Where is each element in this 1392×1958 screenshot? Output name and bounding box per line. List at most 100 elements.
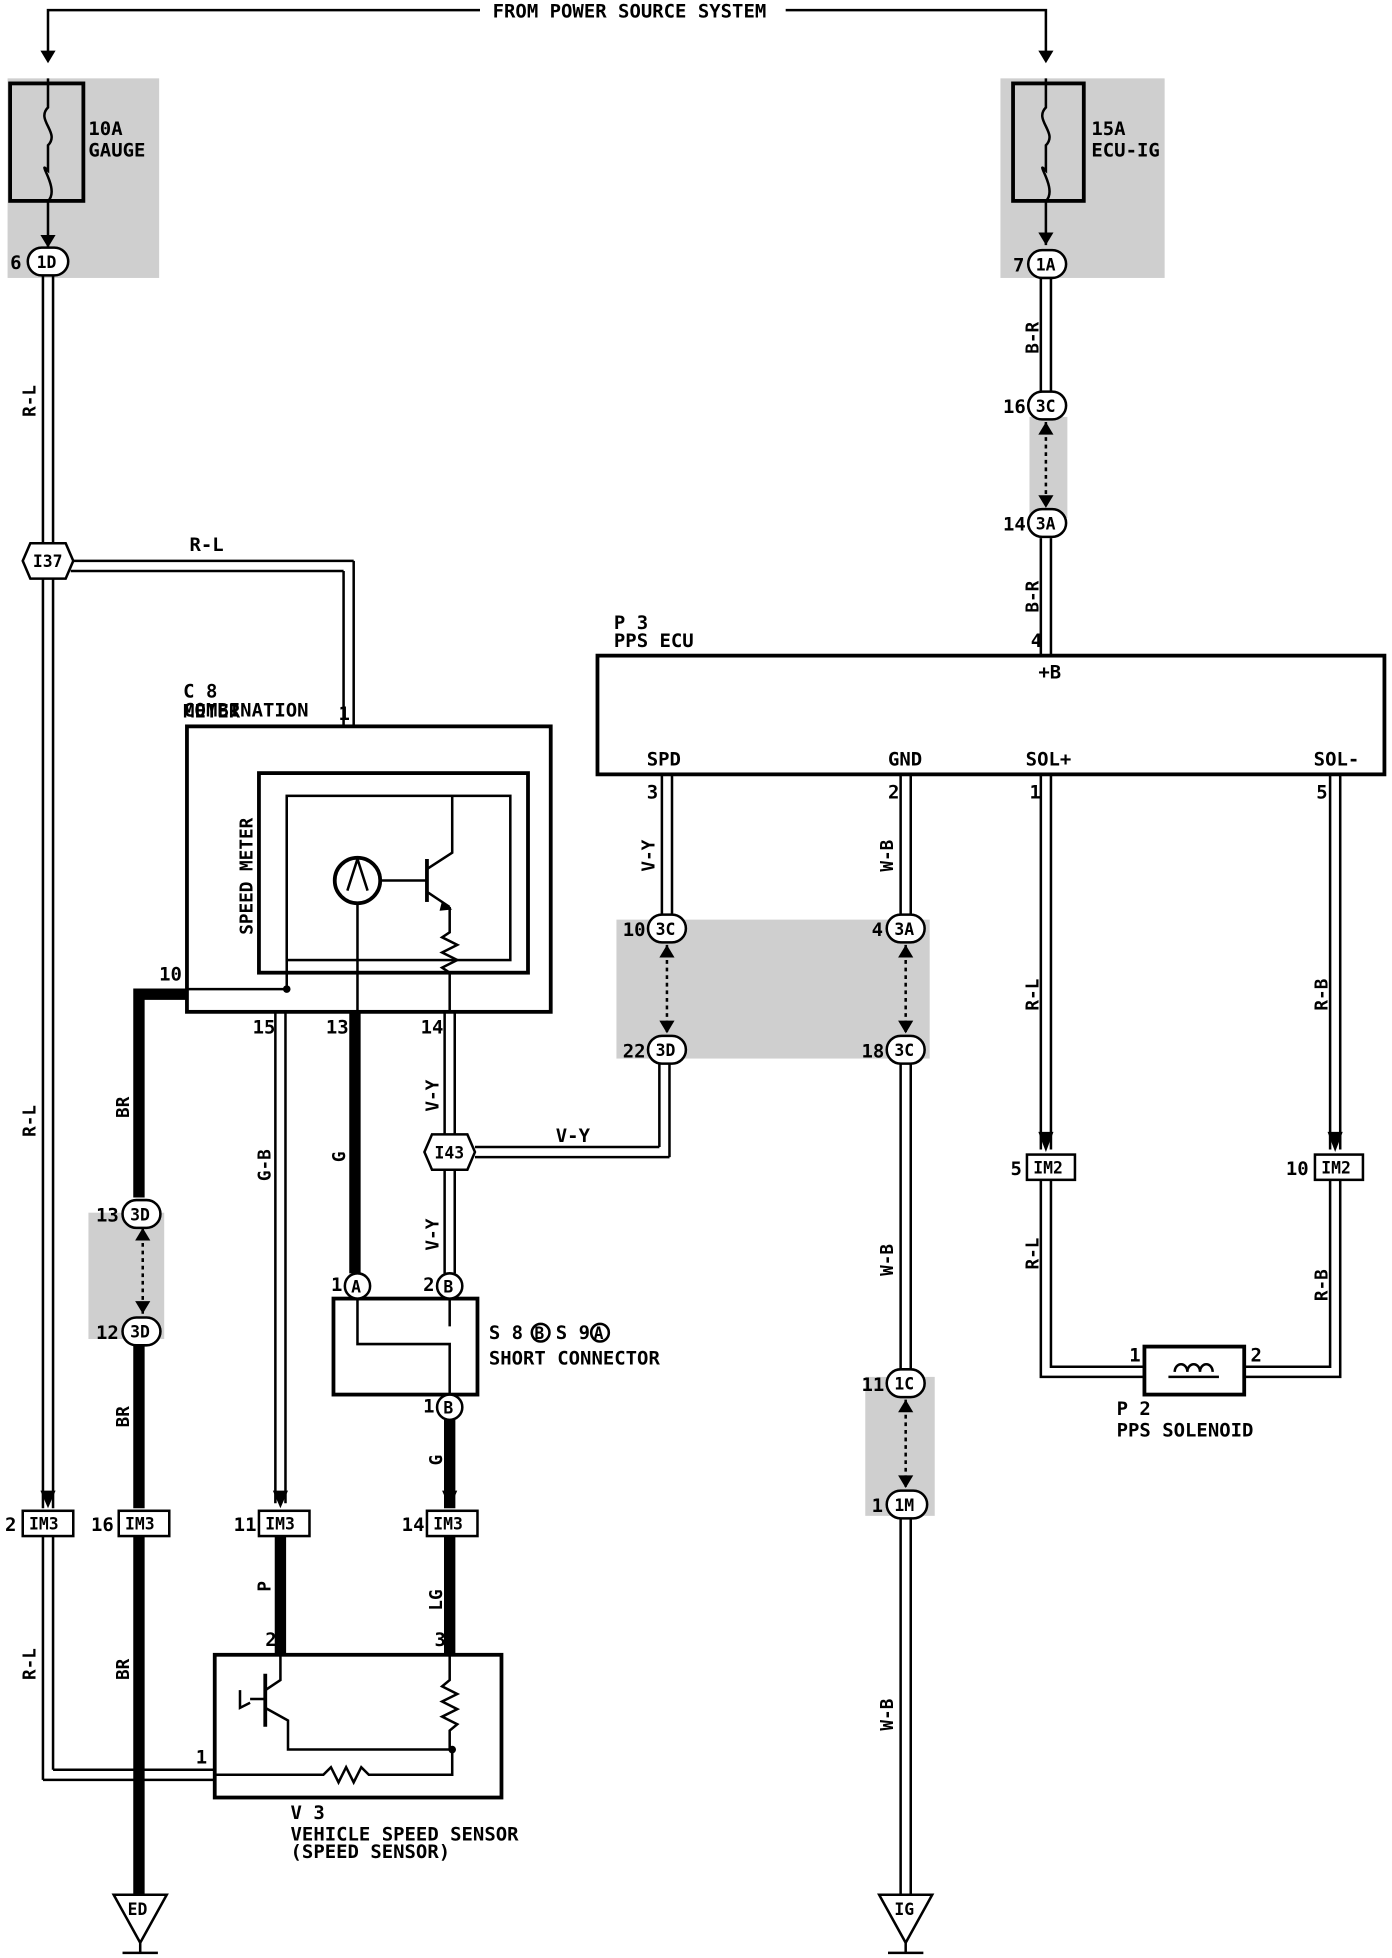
wire-color-labels: R-L R-L R-L R-L B-R B-R V-Y V-Y V-Y V-Y …: [20, 321, 1332, 1730]
pps-ecu-pin-b: +B: [1038, 661, 1061, 683]
svg-text:R-L: R-L: [20, 385, 40, 417]
fuse-ecu-ig-name: ECU-IG: [1091, 140, 1159, 162]
wire-gb: [272, 1011, 288, 1655]
connector-3d-12: 3D: [121, 1316, 162, 1347]
svg-text:V-Y: V-Y: [423, 1079, 443, 1111]
svg-text:R-L: R-L: [1023, 1238, 1043, 1270]
ecu-pin-3: 3: [647, 781, 658, 803]
meter-pin-14: 14: [421, 1016, 444, 1038]
shaded-zones: [7, 78, 1165, 1516]
svg-text:R-L: R-L: [20, 1105, 40, 1137]
fuse-ecu-ig: 15A ECU-IG: [1011, 78, 1160, 203]
svg-text:W-B: W-B: [878, 840, 898, 872]
svg-text:3D: 3D: [130, 1205, 150, 1224]
sensor-pin-3: 3: [435, 1629, 446, 1651]
wire-br-ground: [133, 988, 187, 1895]
svg-text:3D: 3D: [656, 1041, 676, 1060]
svg-text:3C: 3C: [656, 920, 676, 939]
meter-pin-13: 13: [326, 1016, 349, 1038]
connector-1a: 1A: [1026, 248, 1068, 280]
power-source-line: FROM POWER SOURCE SYSTEM: [40, 1, 1054, 64]
ground-ed: ED: [111, 1893, 169, 1955]
meter-pin-10: 10: [159, 963, 182, 985]
short-connector-id2: S 9: [556, 1322, 590, 1344]
svg-text:5: 5: [1011, 1158, 1022, 1180]
short-connector-b: B: [534, 1324, 544, 1343]
pps-ecu-pin-sol-plus: SOL+: [1026, 749, 1072, 771]
connector-3d-22: 3D: [646, 1034, 688, 1065]
svg-text:IM3: IM3: [433, 1515, 463, 1534]
junction-i37: I37: [21, 541, 75, 580]
svg-text:IM2: IM2: [1033, 1159, 1063, 1178]
svg-text:1: 1: [872, 1495, 883, 1517]
svg-text:R-B: R-B: [1313, 1269, 1333, 1301]
pps-ecu-pin-sol-minus: SOL-: [1314, 749, 1360, 771]
svg-text:B: B: [443, 1277, 453, 1296]
svg-text:16: 16: [1003, 396, 1026, 418]
svg-text:16: 16: [91, 1514, 114, 1536]
svg-text:IM2: IM2: [1321, 1159, 1351, 1178]
fuse-gauge-rating: 10A: [88, 118, 123, 140]
svg-text:LG: LG: [427, 1589, 447, 1610]
pps-ecu-name: PPS ECU: [614, 630, 694, 652]
svg-text:11: 11: [861, 1374, 884, 1396]
wire-gnd: [898, 774, 914, 1895]
connector-im3-11: IM3: [257, 1509, 311, 1538]
ecu-pin-1: 1: [1029, 781, 1040, 803]
svg-text:IM3: IM3: [265, 1515, 295, 1534]
fuse-gauge: 10A GAUGE: [8, 78, 145, 203]
short-connector-name: SHORT CONNECTOR: [489, 1347, 661, 1369]
sensor-pin-1: 1: [196, 1746, 207, 1768]
pps-ecu: P 3 PPS ECU +B SPD GND SOL+ SOL- 4 3 2 1…: [595, 612, 1387, 803]
wire-lg: [442, 1419, 458, 1655]
svg-text:G-B: G-B: [255, 1149, 275, 1181]
short-pin-2: 2: [423, 1274, 434, 1296]
svg-text:BR: BR: [114, 1658, 134, 1680]
speed-sensor-name-1: VEHICLE SPEED SENSOR: [291, 1823, 520, 1845]
svg-text:A: A: [351, 1277, 361, 1296]
svg-text:3A: 3A: [1036, 514, 1056, 533]
svg-text:1A: 1A: [1036, 255, 1056, 274]
ground-ig: IG: [877, 1893, 935, 1955]
svg-text:3D: 3D: [130, 1323, 150, 1342]
svg-text:3A: 3A: [894, 920, 914, 939]
svg-text:18: 18: [861, 1040, 884, 1062]
wire-rl-to-meter: [70, 559, 355, 728]
meter-pin-15: 15: [253, 1016, 276, 1038]
connector-badges: 1D 1A 3C 3A 3C 3D 3A 3C 3D 3D 1C 1M I37 …: [21, 246, 1365, 1538]
speed-sensor-name-2: (SPEED SENSOR): [291, 1841, 451, 1863]
short-pin-b2-badge: B: [435, 1393, 464, 1422]
connector-1c: 1C: [885, 1368, 926, 1399]
svg-text:V-Y: V-Y: [423, 1218, 443, 1250]
connector-im2-10: IM2: [1313, 1153, 1365, 1182]
svg-text:G: G: [427, 1455, 447, 1466]
svg-text:IM3: IM3: [125, 1515, 155, 1534]
svg-text:P: P: [255, 1581, 275, 1592]
connector-3c-18: 3C: [885, 1034, 926, 1065]
svg-text:3C: 3C: [894, 1041, 914, 1060]
wire-br-ecu: [1038, 200, 1054, 657]
short-pin-1b: 1: [423, 1395, 434, 1417]
svg-text:2: 2: [5, 1514, 16, 1536]
svg-text:10: 10: [1286, 1158, 1309, 1180]
svg-text:I43: I43: [435, 1143, 465, 1162]
svg-text:12: 12: [96, 1322, 119, 1344]
svg-text:11: 11: [234, 1514, 257, 1536]
svg-text:1C: 1C: [894, 1375, 914, 1394]
svg-text:BR: BR: [114, 1096, 134, 1118]
svg-text:10: 10: [623, 919, 646, 941]
ecu-pin-5: 5: [1316, 781, 1327, 803]
connector-im3-2: IM3: [21, 1509, 75, 1538]
svg-text:13: 13: [96, 1205, 119, 1227]
connector-3c-10: 3C: [646, 913, 688, 944]
meter-id: C 8: [183, 680, 217, 702]
svg-text:R-L: R-L: [20, 1648, 40, 1680]
svg-text:V-Y: V-Y: [639, 839, 659, 871]
pps-solenoid-name: PPS SOLENOID: [1117, 1419, 1254, 1441]
svg-text:1M: 1M: [894, 1496, 914, 1515]
svg-text:R-L: R-L: [1023, 979, 1043, 1011]
pps-ecu-id: P 3: [614, 612, 648, 634]
connector-1d: 1D: [26, 246, 70, 277]
pps-ecu-pin-gnd: GND: [888, 749, 922, 771]
